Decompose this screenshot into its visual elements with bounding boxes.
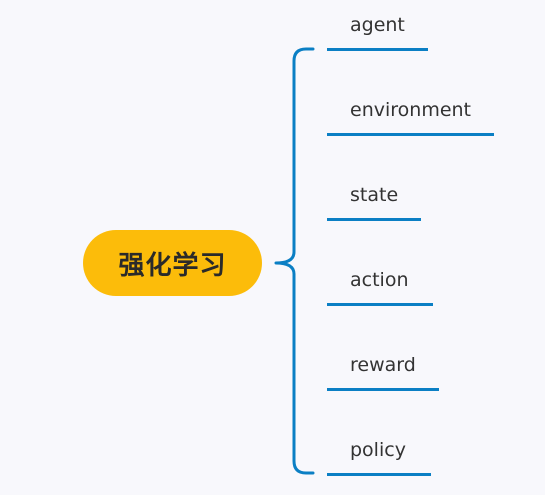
- branch-label-agent[interactable]: agent: [350, 14, 405, 36]
- branch-label-reward[interactable]: reward: [350, 354, 416, 376]
- branch-underline-policy: [327, 473, 431, 476]
- branch-underline-reward: [327, 388, 439, 391]
- branch-label-environment[interactable]: environment: [350, 99, 472, 121]
- branch-underline-action: [327, 303, 433, 306]
- branch-underline-state: [327, 218, 421, 221]
- branch-label-state[interactable]: state: [350, 184, 399, 206]
- root-node[interactable]: 强化学习: [83, 230, 262, 296]
- branch-label-action[interactable]: action: [350, 269, 409, 291]
- root-label: 强化学习: [118, 250, 227, 281]
- branch-label-policy[interactable]: policy: [350, 439, 406, 461]
- branch-underline-agent: [327, 48, 428, 51]
- branch-underline-environment: [327, 133, 494, 136]
